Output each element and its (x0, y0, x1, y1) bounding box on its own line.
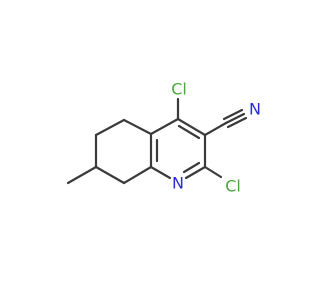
bond-nitrile-1 (224, 112, 246, 125)
bond-n1-c8a (149, 165, 172, 180)
ring-nitrogen-label: N (172, 174, 184, 193)
bond-c7-c8 (94, 165, 126, 185)
bond-nitrile-3 (222, 108, 244, 121)
bond-c5-c6 (94, 118, 126, 137)
bond-c3-cn (203, 121, 228, 137)
chlorine-label-bottom: Cl (225, 177, 241, 196)
bond-c4-c3 (176, 117, 207, 137)
bond-c2-n1-inner (182, 161, 201, 174)
molecule-structure-diagram: Cl Cl N N (66, 80, 261, 196)
bond-c2-cl (203, 165, 223, 179)
bond-c7-methyl (66, 165, 98, 185)
bond-c4a-c5 (122, 118, 153, 136)
bond-nitrile-2 (226, 116, 248, 129)
bond-c8-c8a (122, 165, 153, 185)
chlorine-label-top: Cl (171, 80, 187, 99)
bond-c4a-c4 (149, 117, 180, 136)
bond-c4-c3-inner (177, 124, 201, 140)
bond-c2-n1 (184, 165, 207, 180)
nitrile-nitrogen-label: N (249, 100, 261, 119)
